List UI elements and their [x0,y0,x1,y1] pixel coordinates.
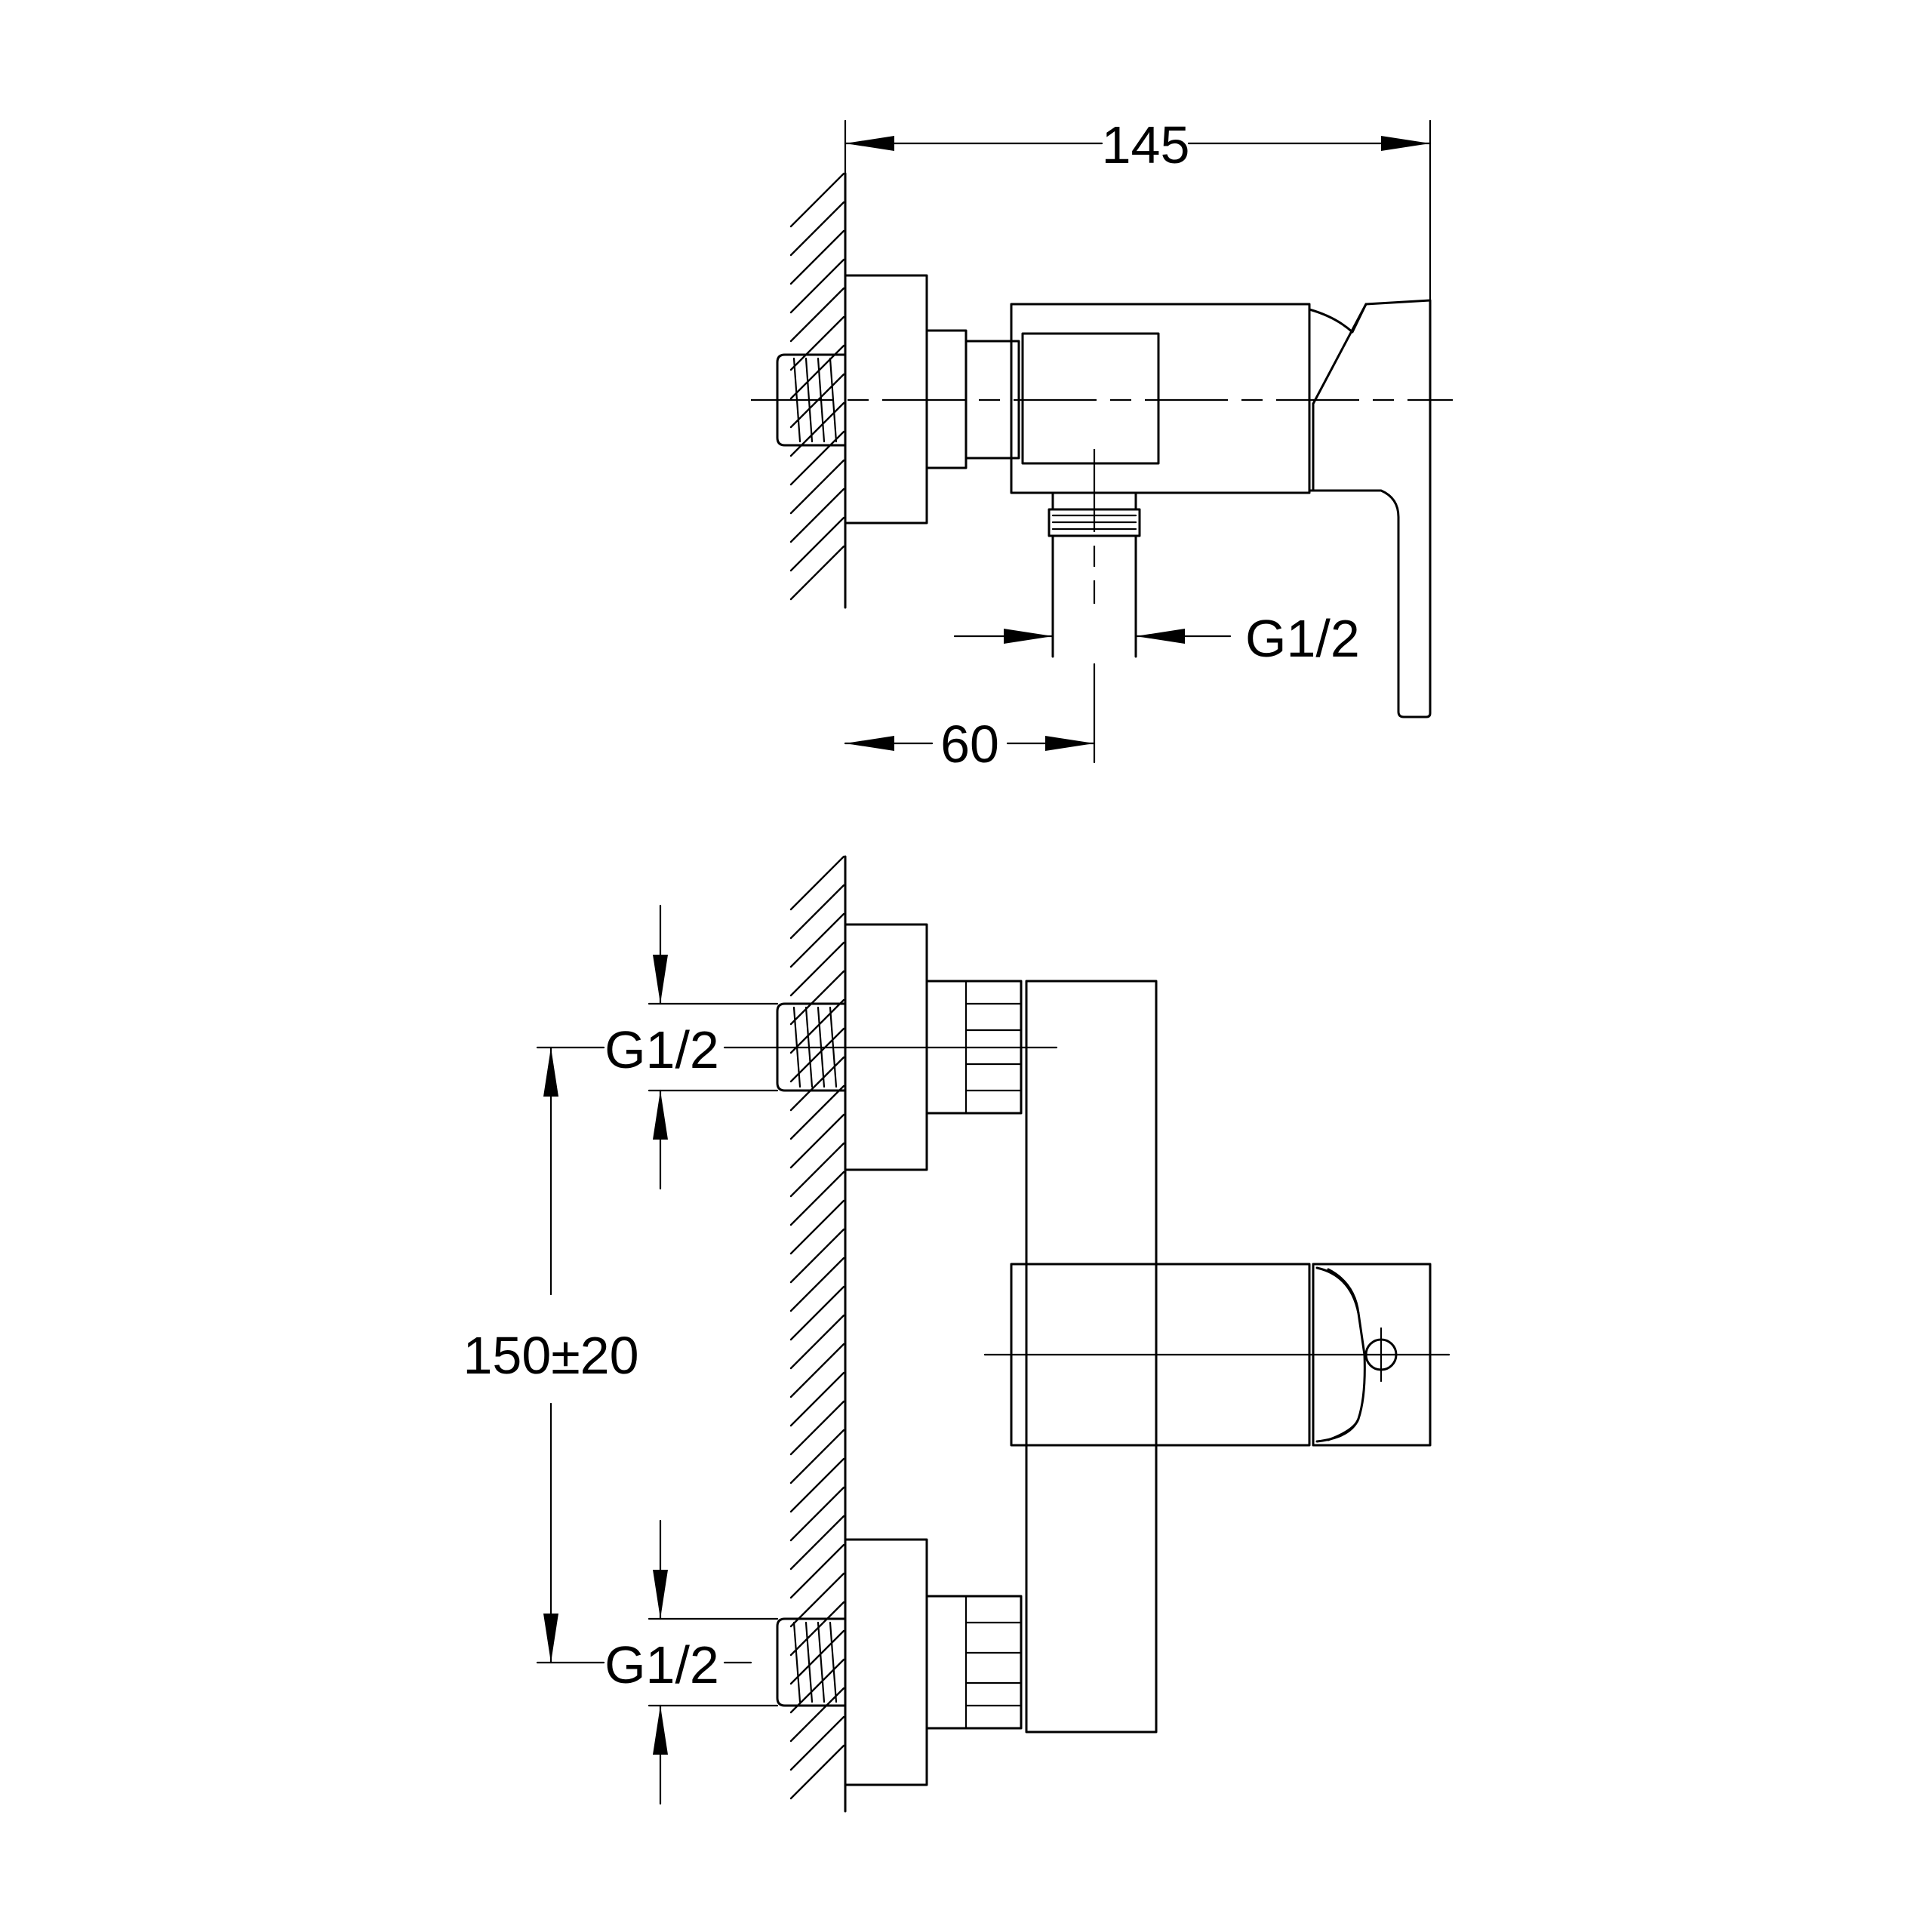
hatch-line [789,1142,845,1198]
hatch-line [789,1629,845,1685]
hatch-line [789,1486,845,1542]
dimension-upper-thread-label: G1/2 [605,1020,719,1079]
hatch-line [789,1515,845,1571]
side-view: 145 G1/2 60 [751,115,1453,774]
dimension-outlet-thread: G1/2 [953,609,1360,668]
hatch-line [789,941,845,997]
dimension-inlet-spacing: 150±20 [463,1046,639,1664]
hatch-line [789,884,845,940]
dimension-145-label: 145 [1102,115,1190,174]
connector-nut-lower [925,1595,1023,1730]
dimension-lower-thread-label: G1/2 [605,1635,719,1694]
hatch-line [789,201,845,257]
hatch-line [789,430,845,486]
dimension-60: 60 [844,715,1096,774]
hatch-line [789,1543,845,1599]
hatch-line [789,229,845,285]
hatch-line [789,516,845,572]
dimension-inlet-spacing-label: 150±20 [463,1326,638,1385]
hatch-line [789,1228,845,1284]
hatch-line [789,1199,845,1255]
dimension-upper-thread: G1/2 [605,904,779,1190]
hatch-line [789,855,845,911]
hatch-line [789,1171,845,1226]
hatch-line [789,1113,845,1169]
escutcheon-lower [844,1538,928,1786]
hatch-line [789,1658,845,1714]
hatch-line [789,1084,845,1140]
dimension-60-label: 60 [940,715,999,774]
mixer-body-side [1010,303,1311,494]
hatch-line [789,287,845,343]
hatch-line [789,315,845,371]
wall-hatching-top [789,172,845,601]
front-view: G1/2 150±20 G1/2 [463,855,1451,1813]
dimension-outlet-thread-label: G1/2 [1245,609,1360,668]
hatch-line [789,1687,845,1743]
hatch-line [789,172,845,228]
hatch-line [789,1314,845,1370]
hatch-line [789,1457,845,1513]
mixer-body-front [1025,980,1158,1734]
hatch-line [789,1572,845,1628]
hatch-line [789,459,845,515]
hatch-line [789,1400,845,1456]
hatch-line [789,488,845,543]
hatch-line [789,1285,845,1341]
hatch-line [789,1257,845,1312]
hatch-line [789,1744,845,1800]
mixer-inner-panel [1021,332,1160,465]
hatch-line [789,1429,845,1484]
hatch-line [789,1601,845,1657]
hatch-line [789,545,845,601]
dimension-lower-thread: G1/2 [605,1519,779,1805]
dimension-145: 145 [844,115,1432,302]
hatch-line [789,1371,845,1427]
hatch-line [789,258,845,314]
hatch-line [789,998,845,1054]
lower-inlet [776,1538,1023,1786]
hatch-line [789,401,845,457]
wall-hatching-bottom [789,855,845,1800]
hatch-line [789,1343,845,1398]
hatch-line [789,970,845,1026]
hatch-line [789,1715,845,1771]
lever-handle-side [1308,299,1432,718]
hatch-line [789,912,845,968]
